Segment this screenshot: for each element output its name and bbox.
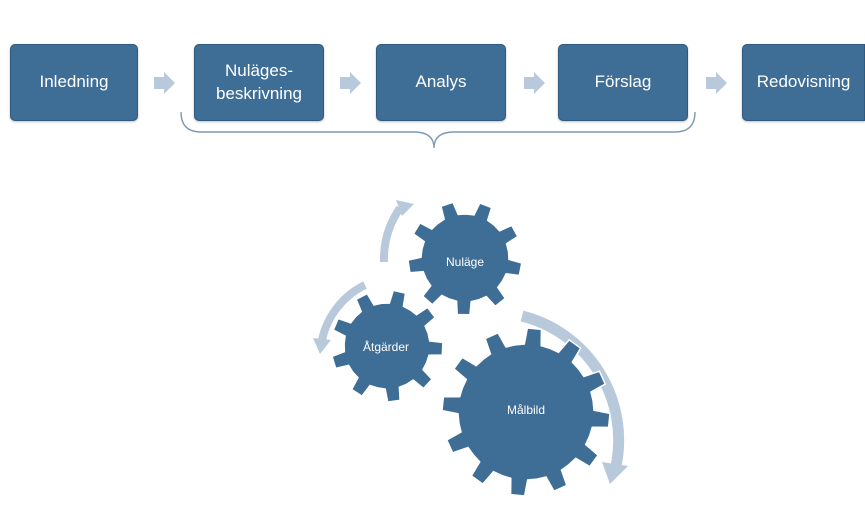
cycle-arrow-top-icon <box>379 200 414 263</box>
step-analys: Analys <box>376 44 506 121</box>
step-forslag: Förslag <box>558 44 688 121</box>
gear-label-bottom: Målbild <box>506 403 546 417</box>
gear-left <box>331 289 444 403</box>
arrow-right-icon <box>340 72 361 94</box>
step-label-inledning: Inledning <box>39 72 109 92</box>
gear-label-left: Åtgärder <box>362 340 410 354</box>
step-inledning: Inledning <box>10 44 138 121</box>
step-redovisning: Redovisning <box>742 44 865 121</box>
bracket-brace <box>180 111 696 149</box>
cycle-arrow-left-icon <box>313 281 367 354</box>
gear-top <box>407 201 523 316</box>
arrow-right-icon <box>154 72 175 94</box>
step-label-redovisning: Redovisning <box>756 72 851 92</box>
gear-label-top: Nuläge <box>445 255 485 269</box>
step-label-analys: Analys <box>415 72 467 92</box>
step-label-forslag: Förslag <box>594 72 652 92</box>
arrow-right-icon <box>524 72 545 94</box>
step-label-nulagesbeskrivning: Nuläges- beskrivning <box>216 60 302 103</box>
gear-bottom <box>441 327 611 497</box>
arrow-right-icon <box>706 72 727 94</box>
step-nulagesbeskrivning: Nuläges- beskrivning <box>194 44 324 121</box>
